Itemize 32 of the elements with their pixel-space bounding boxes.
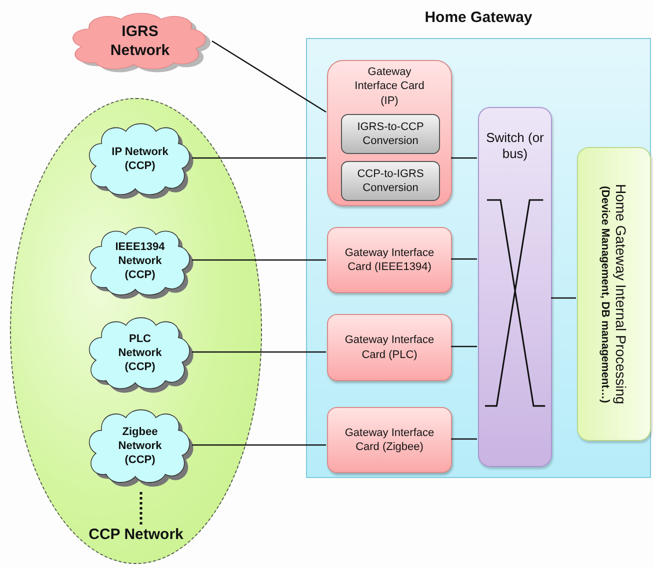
network-label: IP Network (CCP) [110,144,170,174]
connector-line [192,157,326,159]
network-label: IGRS Network [109,22,171,60]
network-label: IEEE1394 Network (CCP) [114,240,166,282]
processing-box [577,147,651,441]
card-label: Gateway Interface Card (IEEE1394) [344,246,436,274]
switch-bar [478,107,552,467]
conversion-box: IGRS-to-CCP Conversion [341,114,440,154]
group-title: CCP Network [88,526,184,543]
connector-line [192,351,326,353]
card-label: Gateway Interface Card (IP) [354,65,426,108]
network-label: Zigbee Network (CCP) [117,424,163,468]
card-label: Gateway Interface Card (PLC) [344,333,436,362]
conversion-box: CCP-to-IGRS Conversion [341,161,440,201]
connector-line [451,438,477,440]
interface-card [327,407,452,473]
connector-line [551,297,576,299]
connector-line [451,258,477,260]
connector-line [451,346,477,348]
processing-detail: (Device Management, DB management…) [599,186,611,402]
switch-label: Switch (or bus) [485,130,545,162]
connector-line [451,157,477,159]
panel-title: Home Gateway [424,9,534,26]
interface-card [327,60,452,206]
interface-card [327,227,452,293]
connector-line [212,40,326,113]
connector-line [192,259,326,261]
card-label: Gateway Interface Card (Zigbee) [344,426,436,454]
network-label: PLC Network (CCP) [117,332,163,374]
processing-title: Home Gateway Internal Processing [613,184,629,404]
interface-card [327,314,452,381]
connector-line [192,444,326,446]
